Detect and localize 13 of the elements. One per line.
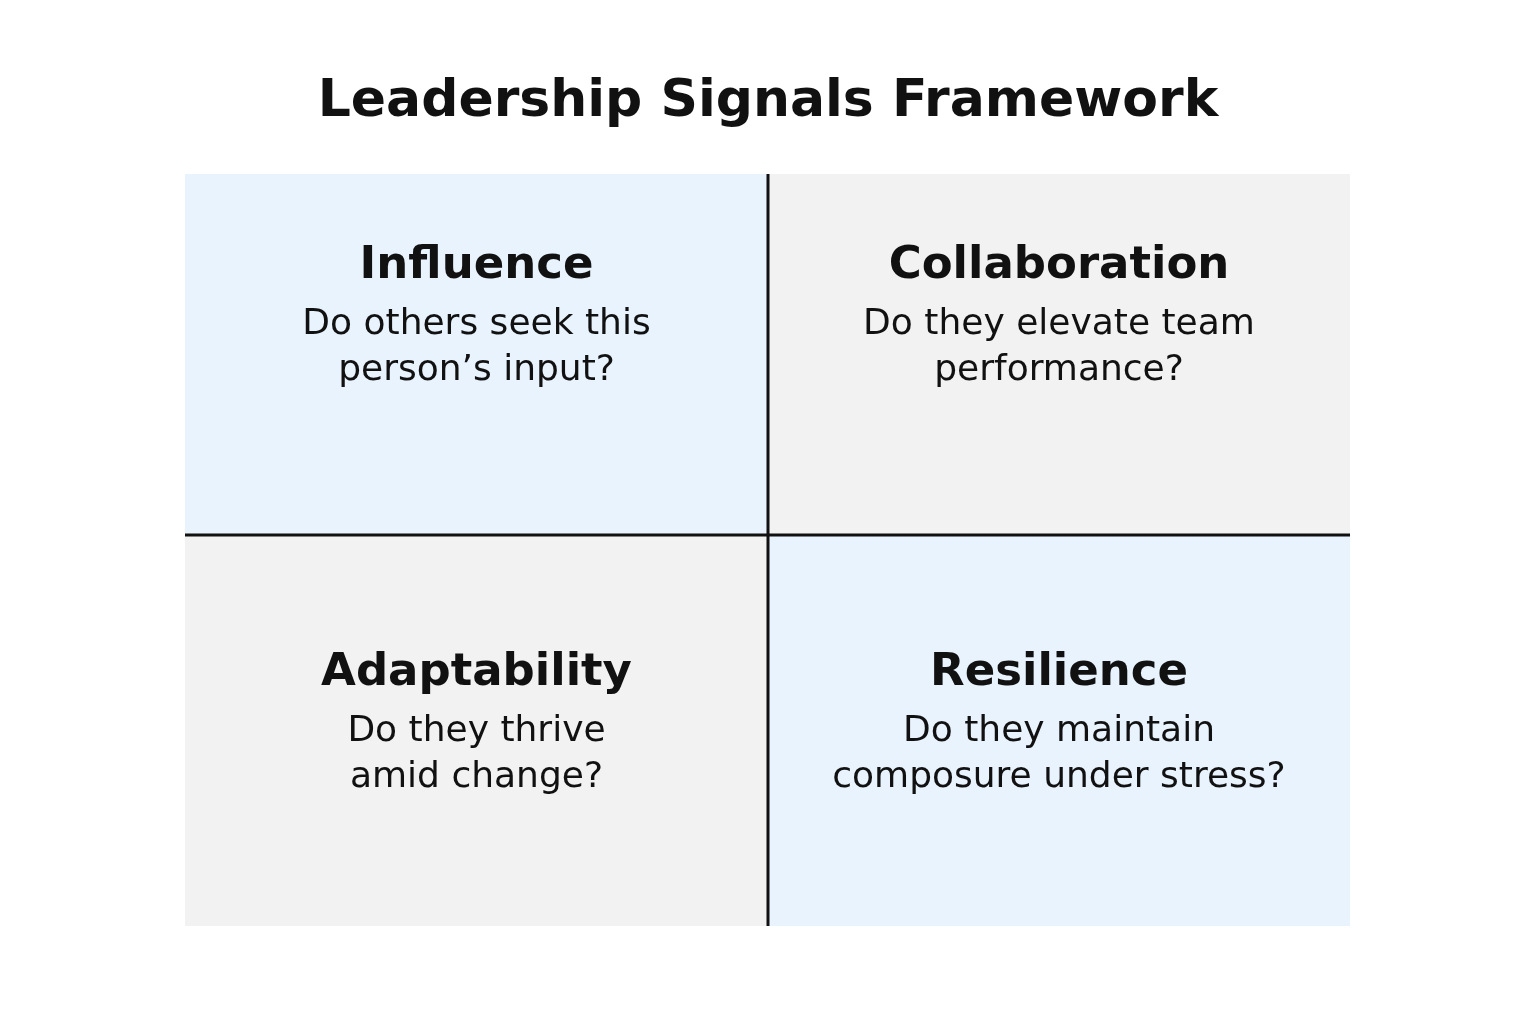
quadrant-question: Do they maintain composure under stress?: [831, 707, 1287, 797]
quadrant-heading: Collaboration: [888, 236, 1230, 289]
quadrant-heading: Influence: [359, 236, 594, 289]
diagram-title: Leadership Signals Framework: [317, 68, 1219, 128]
quadrant-panel: [185, 174, 768, 535]
quadrant-panel: [185, 535, 768, 926]
quadrant-question: Do others seek this person’s input?: [301, 300, 652, 390]
quadrant-heading: Resilience: [930, 643, 1188, 696]
quadrant-panel: [768, 174, 1350, 535]
quadrant-panel: [768, 535, 1350, 926]
quadrant-heading: Adaptability: [321, 643, 632, 696]
quadrant-question: Do they thrive amid change?: [346, 707, 607, 797]
quadrant-question: Do they elevate team performance?: [862, 300, 1256, 390]
